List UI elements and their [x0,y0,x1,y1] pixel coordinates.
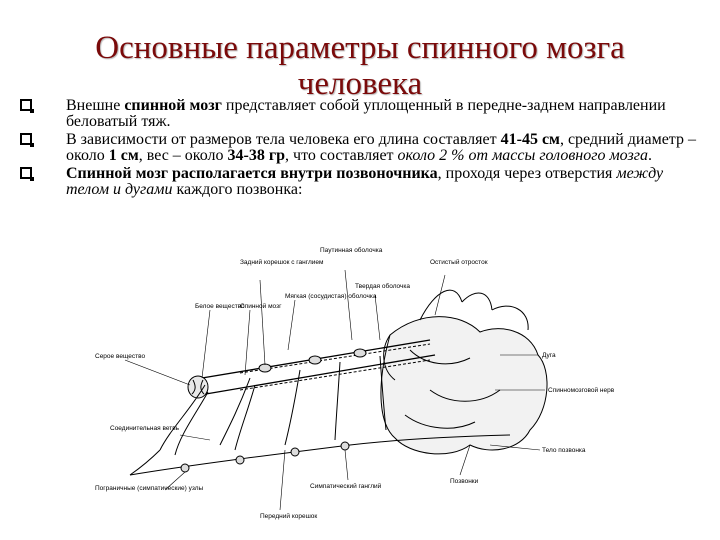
bullet-text-segment: . [647,147,652,164]
svg-text:Тело позвонка: Тело позвонка [542,447,586,454]
label-pautinnaya: Паутинная оболочка [320,246,383,254]
svg-text:Симпатический ганглий: Симпатический ганглий [310,482,382,490]
square-bullet-icon [20,99,34,113]
label-pogranichnye: Пограничные (симпатические) узлы [95,485,204,492]
label-ostistyy: Остистый отросток [430,258,488,266]
bullet-text-segment: , средний диаметр – около [66,131,696,164]
label-tverdaya: Твердая оболочка [355,282,410,290]
svg-text:Мягкая (сосудистая) оболочка: Мягкая (сосудистая) оболочка [285,292,377,300]
bullet-text-segment: Спинной мозг располагается внутри позвон… [66,165,438,182]
bullet-text-segment: 34-38 гр [227,147,286,164]
svg-text:Твердая оболочка: Твердая оболочка [355,282,410,290]
label-beloe: Белое вещество [195,303,245,310]
label-seroe: Серое вещество [95,353,145,360]
bullet-list: Внешне спинной мозг представляет собой у… [18,98,708,200]
label-zadniy-koreshok: Задний корешок с ганглием [240,258,324,266]
bullet-text-segment: , вес – около [138,147,228,164]
svg-text:Соединительная ветвь: Соединительная ветвь [110,425,180,432]
bullet-text-segment: представляет собой уплощенный в передне-… [66,97,666,130]
bullet-text-segment: между телом и дугами [66,165,664,198]
bullet-text-segment: 41-45 см [500,131,560,148]
label-pozvonki: Позвонки [450,478,479,485]
bullet-text-segment: В зависимости от размеров тела человека … [66,131,501,148]
svg-text:Паутинная оболочка: Паутинная оболочка [320,246,383,254]
spinal-cord-illustration: Паутинная оболочка Задний корешок с ганг… [95,246,615,520]
bullet-item-2: В зависимости от размеров тела человека … [18,132,708,164]
label-myagkaya: Мягкая (сосудистая) оболочка [285,292,377,300]
label-spinnomozgovoy-nerv: Спинномозговой нерв [548,386,615,394]
bullet-text-segment: 1 см [108,147,139,164]
svg-text:Белое вещество: Белое вещество [195,303,245,310]
label-peredniy: Передний корешок [260,512,317,520]
bullet-text-segment: каждого позвонка: [172,181,303,198]
svg-text:Серое вещество: Серое вещество [95,353,145,360]
svg-text:Пограничные (симпатические) уз: Пограничные (симпатические) узлы [95,485,204,492]
bullet-item-3: Спинной мозг располагается внутри позвон… [18,166,708,198]
label-telo: Тело позвонка [542,447,586,454]
square-bullet-icon [20,133,34,147]
bullet-text-segment: , что составляет [285,147,398,164]
square-bullet-icon [20,167,34,181]
slide-title: Основные параметры спинного мозга челове… [95,30,625,102]
bullet-text-segment: , проходя через отверстия [437,165,617,182]
svg-text:Спинномозговой нерв: Спинномозговой нерв [548,386,615,394]
svg-text:Задний корешок с ганглием: Задний корешок с ганглием [240,258,324,266]
bullet-text-segment: около 2 % от массы головного мозга [397,147,648,164]
bullet-item-1: Внешне спинной мозг представляет собой у… [18,98,708,130]
label-soedinitelnaya: Соединительная ветвь [110,425,180,432]
label-duga: Дуга [542,352,556,359]
label-spinnoy: Спинной мозг [240,302,282,310]
svg-text:Остистый отросток: Остистый отросток [430,258,488,266]
svg-text:Дуга: Дуга [542,352,556,359]
bullet-text-segment: Внешне [66,97,125,114]
bullet-text-segment: спинной мозг [124,97,222,114]
label-simpaticheskiy: Симпатический ганглий [310,482,382,490]
svg-text:Спинной мозг: Спинной мозг [240,302,282,310]
svg-text:Позвонки: Позвонки [450,478,479,485]
svg-text:Передний корешок: Передний корешок [260,512,317,520]
